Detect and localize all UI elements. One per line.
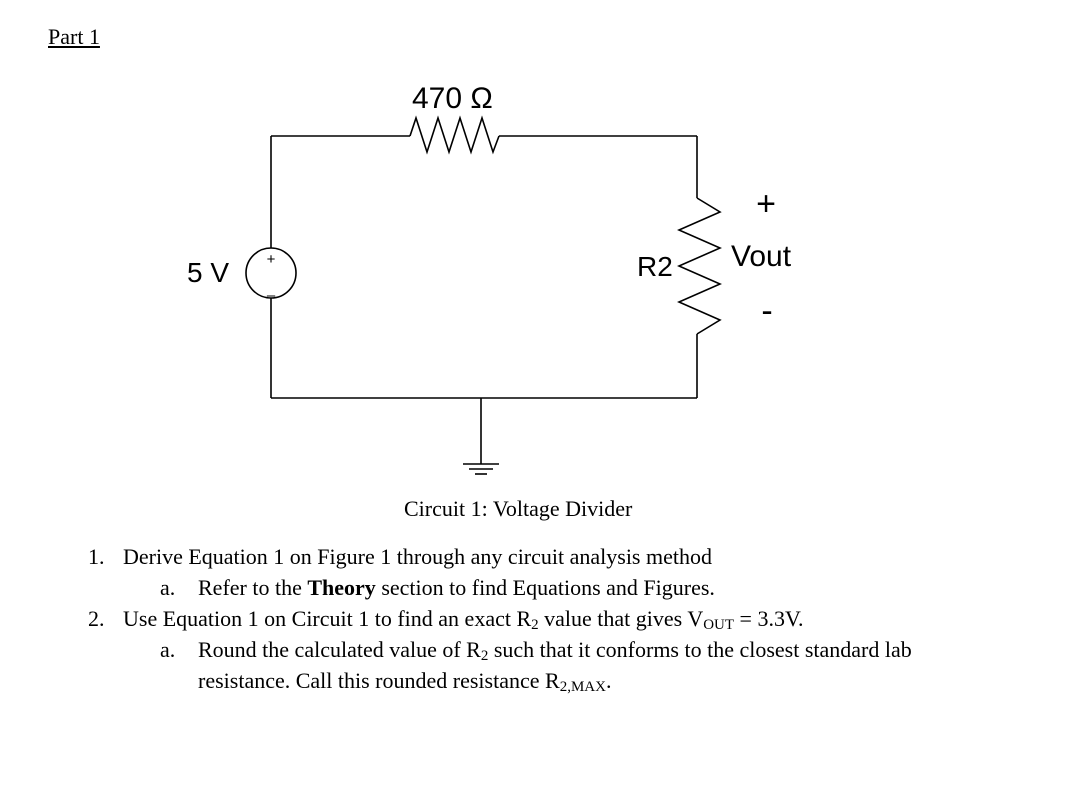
source-label: 5 V: [187, 257, 229, 288]
list-letter-1a: a.: [160, 575, 176, 600]
list-text-2a-line2: resistance. Call this rounded resistance…: [198, 668, 612, 695]
resistor-r2: [677, 197, 722, 335]
list-number-1: 1.: [88, 544, 105, 569]
figure-caption: Circuit 1: Voltage Divider: [404, 496, 633, 521]
list-text-1: Derive Equation 1 on Figure 1 through an…: [123, 544, 712, 569]
list-number-2: 2.: [88, 606, 105, 631]
list-text-1a: Refer to the Theory section to find Equa…: [198, 575, 715, 600]
vout-minus: -: [761, 292, 772, 330]
part-heading: Part 1: [48, 24, 100, 49]
list-letter-2a: a.: [160, 637, 176, 662]
list-text-2: Use Equation 1 on Circuit 1 to find an e…: [123, 606, 804, 633]
source-minus: –: [267, 287, 276, 304]
list-item-2a: a. Round the calculated value of R2 such…: [160, 637, 912, 664]
resistor-470: [409, 115, 500, 155]
list-item-2: 2. Use Equation 1 on Circuit 1 to find a…: [88, 606, 804, 633]
source-plus: +: [267, 251, 276, 268]
list-text-2a-line1: Round the calculated value of R2 such th…: [198, 637, 912, 664]
circuit-diagram: 470 Ω 5 V + – R2 + Vout -: [187, 82, 792, 475]
list-item-1: 1. Derive Equation 1 on Figure 1 through…: [88, 544, 712, 570]
resistor1-label: 470 Ω: [412, 82, 493, 115]
vout-plus: +: [756, 185, 776, 223]
resistor2-label: R2: [637, 251, 673, 282]
vout-label: Vout: [731, 240, 792, 273]
list-item-1a: a. Refer to the Theory section to find E…: [160, 575, 715, 601]
